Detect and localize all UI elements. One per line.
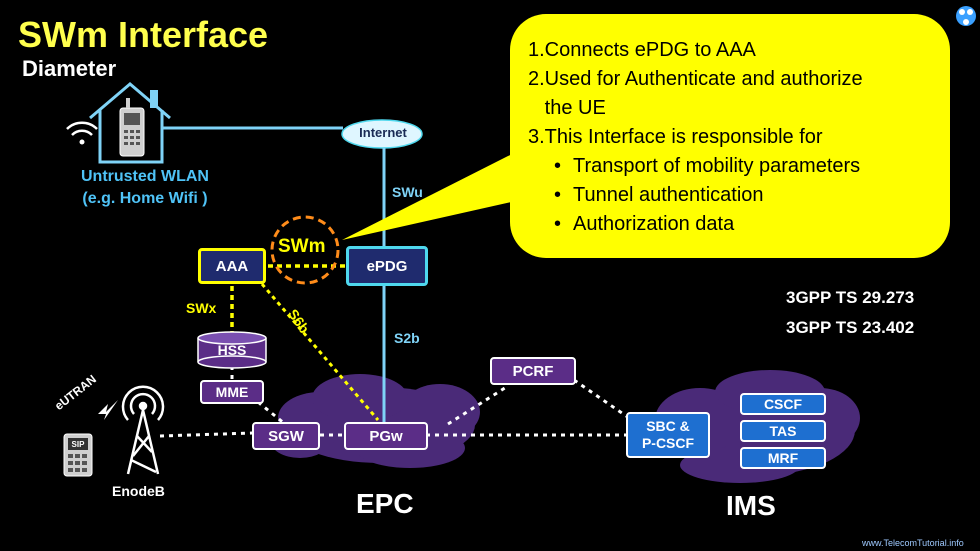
callout-text: 1.Connects ePDG to AAA 2.Used for Authen… (528, 36, 863, 239)
spec-reference-2: 3GPP TS 23.402 (786, 318, 915, 337)
house-icon (89, 82, 171, 164)
enodeb-label: EnodeB (112, 483, 165, 499)
pgw-node: PGw (344, 422, 428, 450)
wlan-label-line2: (e.g. Home Wifi ) (82, 190, 208, 207)
callout-item-2-cont: the UE (528, 97, 606, 119)
mobile-phone-icon (119, 98, 145, 157)
tas-node: TAS (740, 420, 826, 442)
page-subtitle: Diameter (22, 56, 117, 81)
epc-label: EPC (356, 488, 414, 519)
page-title: SWm Interface (18, 14, 269, 55)
wlan-label-line1: Untrusted WLAN (81, 168, 209, 185)
aaa-node: AAA (198, 248, 266, 284)
site-logo-icon (956, 6, 976, 26)
swm-label: SWm (278, 236, 326, 257)
callout-subitem-1: Transport of mobility parameters (528, 152, 863, 181)
footer-url: www.TelecomTutorial.info (862, 538, 964, 548)
callout-item-2: 2.Used for Authenticate and authorize (528, 68, 863, 90)
mrf-node: MRF (740, 447, 826, 469)
pcrf-node: PCRF (490, 357, 576, 385)
callout-subitem-2: Tunnel authentication (528, 181, 863, 210)
mme-node: MME (200, 380, 264, 404)
spec-reference-1: 3GPP TS 29.273 (786, 288, 915, 307)
wifi-icon (66, 121, 98, 145)
ims-label: IMS (726, 490, 776, 521)
epdg-node: ePDG (346, 246, 428, 286)
sbc-pcscf-node: SBC & P-CSCF (626, 412, 710, 458)
internet-cloud (341, 119, 423, 149)
swu-label: SWu (392, 184, 423, 200)
radio-signal-icon (98, 400, 118, 420)
callout-subitem-2-text: Tunnel authentication (573, 184, 764, 206)
sip-label: SIP (71, 440, 85, 449)
callout-subitem-3: Authorization data (528, 210, 863, 239)
s2b-label: S2b (394, 330, 420, 346)
sip-phone-icon (63, 433, 93, 477)
callout-subitem-3-text: Authorization data (573, 213, 735, 235)
sbc-label-line1: SBC & (646, 418, 690, 434)
antenna-tower-icon (121, 385, 165, 475)
swm-highlight-ring (270, 215, 340, 285)
sgw-node: SGW (252, 422, 320, 450)
swx-label: SWx (186, 300, 217, 316)
hss-cylinder (197, 331, 267, 369)
callout-item-3: 3.This Interface is responsible for (528, 126, 823, 148)
hss-label: HSS (217, 342, 247, 358)
epc-cloud (270, 374, 480, 468)
cscf-node: CSCF (740, 393, 826, 415)
callout-item-1: 1.Connects ePDG to AAA (528, 39, 756, 61)
sbc-label-line2: P-CSCF (641, 435, 695, 451)
internet-label: Internet (359, 125, 407, 140)
callout-subitem-1-text: Transport of mobility parameters (573, 155, 861, 177)
